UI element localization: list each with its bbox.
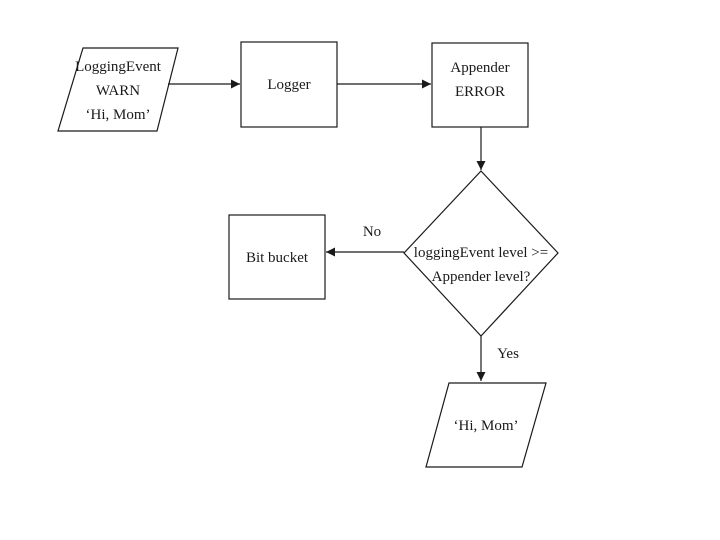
bit-bucket-node	[228, 214, 326, 300]
appender-label-line2: ERROR	[455, 84, 505, 100]
logging-event-label-line2: WARN	[96, 83, 140, 99]
logger-node	[240, 41, 338, 128]
logging-event-node	[57, 47, 179, 132]
logging-event-label-line1: LoggingEvent	[75, 59, 162, 75]
output-message-node	[425, 382, 547, 468]
yes-branch-label: Yes	[497, 346, 519, 362]
logging-event-label-line3: ‘Hi, Mom’	[86, 107, 151, 123]
appender-label-line1: Appender	[450, 60, 509, 76]
decision-label-line1: loggingEvent level >=	[414, 245, 548, 261]
bit-bucket-label: Bit bucket	[246, 250, 309, 266]
decision-label-line2: Appender level?	[432, 269, 531, 285]
logger-label: Logger	[267, 77, 310, 93]
output-message-label: ‘Hi, Mom’	[454, 418, 519, 434]
appender-node	[431, 42, 529, 128]
no-branch-label: No	[363, 224, 381, 240]
